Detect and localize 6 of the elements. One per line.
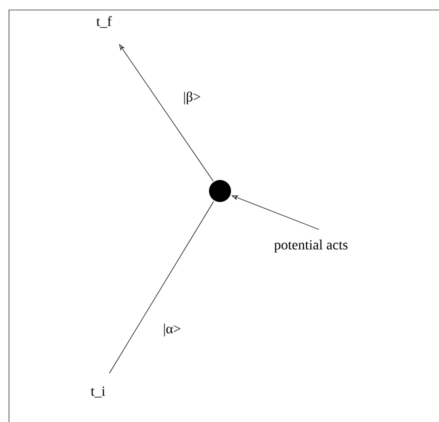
node-label: potential acts (274, 240, 348, 252)
edge-label: |β> (182, 90, 202, 106)
node-label: t_i (90, 386, 106, 398)
node-label: t_f (96, 16, 112, 28)
vertex-dot (209, 180, 231, 202)
edge-label: |α> (162, 322, 182, 338)
